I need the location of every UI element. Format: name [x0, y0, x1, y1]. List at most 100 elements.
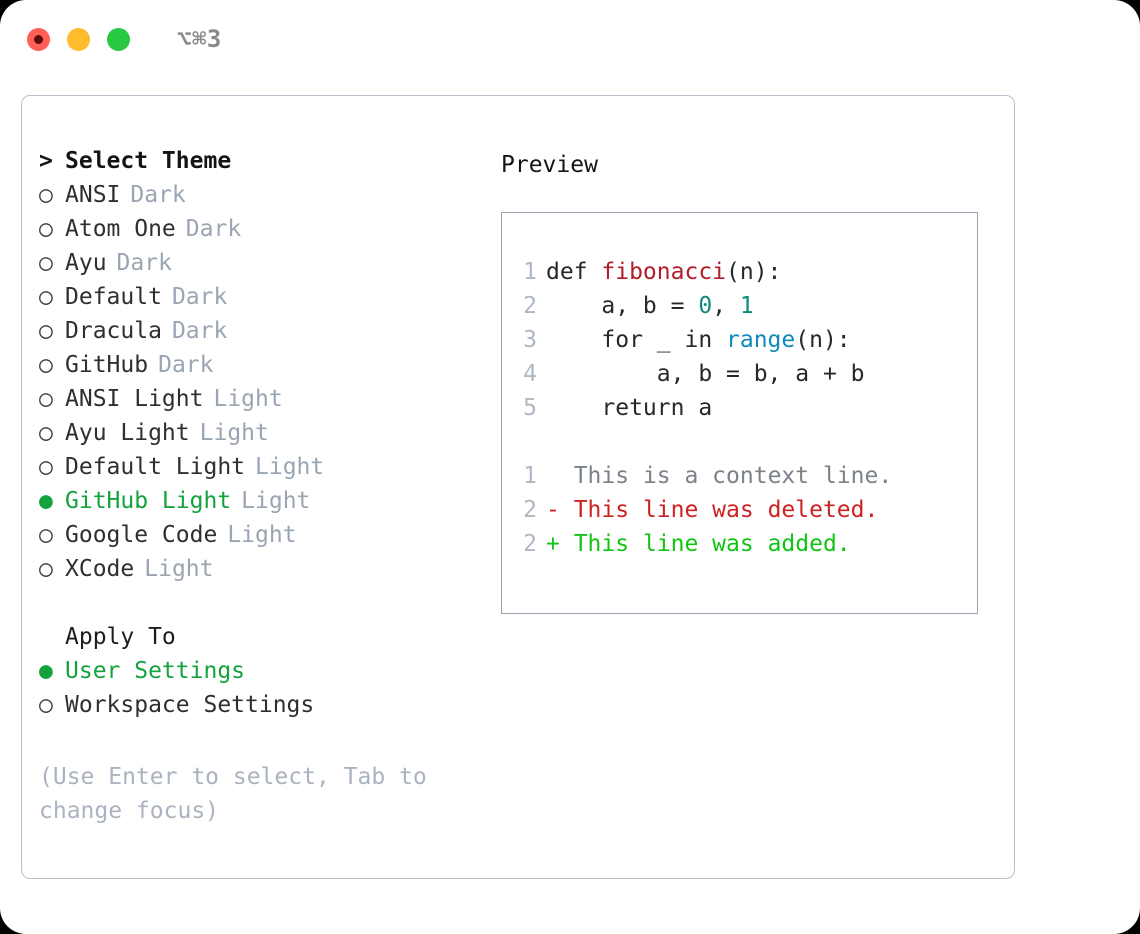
- keyboard-shortcut-label: ⌥⌘3: [177, 25, 222, 53]
- code-line: 2 a, b = 0, 1: [502, 289, 977, 323]
- line-number: 3: [523, 327, 537, 353]
- code-token: fibonacci: [601, 259, 727, 285]
- diff-line: 2+ This line was added.: [502, 527, 977, 561]
- line-number: 2: [523, 293, 537, 319]
- theme-variant-badge: Dark: [158, 352, 214, 378]
- theme-variant-badge: Light: [199, 420, 269, 446]
- code-token: 1: [739, 293, 754, 319]
- radio-unselected-icon: ○: [39, 182, 53, 208]
- diff-sign: -: [546, 497, 574, 523]
- theme-option[interactable]: ○ Ayu Light Light: [39, 420, 499, 454]
- select-theme-header: > Select Theme: [39, 148, 499, 182]
- code-token: (n):: [726, 259, 782, 285]
- theme-option[interactable]: ○ Dracula Dark: [39, 318, 499, 352]
- diff-text: This line was deleted.: [573, 497, 879, 523]
- radio-selected-icon: ●: [39, 658, 53, 684]
- code-token: a, b = b, a + b: [546, 361, 865, 387]
- theme-variant-badge: Light: [241, 488, 311, 514]
- theme-option[interactable]: ○ Atom One Dark: [39, 216, 499, 250]
- theme-name: GitHub: [65, 352, 149, 378]
- theme-name: ANSI Light: [65, 386, 204, 412]
- title-bar: ⌥⌘3: [0, 0, 1140, 78]
- apply-to-label: Workspace Settings: [65, 692, 315, 718]
- theme-variant-badge: Dark: [185, 216, 242, 242]
- theme-variant-badge: Dark: [171, 318, 228, 344]
- code-token: a, b =: [546, 293, 699, 319]
- theme-name: Default: [65, 284, 162, 310]
- theme-variant-badge: Light: [144, 556, 214, 582]
- radio-unselected-icon: ○: [39, 386, 53, 412]
- theme-option[interactable]: ● GitHub Light Light: [39, 488, 499, 522]
- diff-sign: +: [546, 531, 574, 557]
- radio-unselected-icon: ○: [39, 250, 53, 276]
- theme-name: Ayu Light: [65, 420, 190, 446]
- preview-title: Preview: [501, 152, 598, 178]
- prompt-caret-icon: >: [39, 148, 53, 174]
- theme-name: GitHub Light: [65, 488, 232, 514]
- spacer: [39, 590, 499, 624]
- spacer: [502, 425, 977, 459]
- radio-unselected-icon: ○: [39, 420, 53, 446]
- theme-variant-badge: Dark: [171, 284, 228, 310]
- diff-sign: [546, 459, 574, 493]
- code-token: for _ in: [546, 327, 727, 353]
- radio-unselected-icon: ○: [39, 318, 53, 344]
- line-number: 5: [523, 395, 537, 421]
- radio-unselected-icon: ○: [39, 692, 53, 718]
- code-token: 0: [698, 293, 713, 319]
- keyboard-hint: (Use Enter to select, Tab to change focu…: [39, 764, 441, 824]
- theme-variant-badge: Dark: [130, 182, 186, 208]
- apply-to-option[interactable]: ○ Workspace Settings: [39, 692, 499, 726]
- theme-variant-badge: Light: [213, 386, 283, 412]
- diff-text: This is a context line.: [573, 463, 893, 489]
- theme-option[interactable]: ○ Ayu Dark: [39, 250, 499, 284]
- radio-selected-icon: ●: [39, 488, 53, 514]
- theme-option[interactable]: ○ ANSI Light Light: [39, 386, 499, 420]
- theme-variant-badge: Dark: [116, 250, 172, 276]
- code-token: (n):: [795, 327, 851, 353]
- apply-to-option[interactable]: ●User Settings: [39, 658, 499, 692]
- diff-line: 1 This is a context line.: [502, 459, 977, 493]
- theme-name: Dracula: [65, 318, 162, 344]
- theme-name: XCode: [65, 556, 135, 582]
- diff-sample: 1 This is a context line.2- This line wa…: [502, 459, 977, 561]
- radio-unselected-icon: ○: [39, 454, 53, 480]
- page-title: Select Theme: [65, 148, 232, 174]
- code-token: ,: [712, 293, 740, 319]
- radio-unselected-icon: ○: [39, 284, 53, 310]
- code-line: 4 a, b = b, a + b: [502, 357, 977, 391]
- close-button[interactable]: [27, 27, 50, 51]
- apply-to-heading: Apply To: [39, 624, 499, 658]
- minimize-button[interactable]: [67, 27, 90, 51]
- code-token: def: [546, 259, 602, 285]
- theme-name: Default Light: [65, 454, 246, 480]
- code-line: 3 for _ in range(n):: [502, 323, 977, 357]
- code-line: 5 return a: [502, 391, 977, 425]
- maximize-button[interactable]: [107, 27, 130, 51]
- theme-name: Ayu: [65, 250, 107, 276]
- radio-unselected-icon: ○: [39, 216, 53, 242]
- radio-unselected-icon: ○: [39, 522, 53, 548]
- radio-unselected-icon: ○: [39, 352, 53, 378]
- apply-to-title: Apply To: [65, 624, 176, 650]
- diff-line: 2- This line was deleted.: [502, 493, 977, 527]
- code-token: return a: [546, 395, 713, 421]
- apply-to-options: ●User Settings○ Workspace Settings: [39, 658, 499, 726]
- theme-option[interactable]: ○ Default Dark: [39, 284, 499, 318]
- window-controls: [27, 27, 130, 51]
- theme-name: Atom One: [65, 216, 176, 242]
- code-token: range: [726, 327, 796, 353]
- theme-option[interactable]: ○ GitHub Dark: [39, 352, 499, 386]
- line-number: 2: [523, 531, 537, 557]
